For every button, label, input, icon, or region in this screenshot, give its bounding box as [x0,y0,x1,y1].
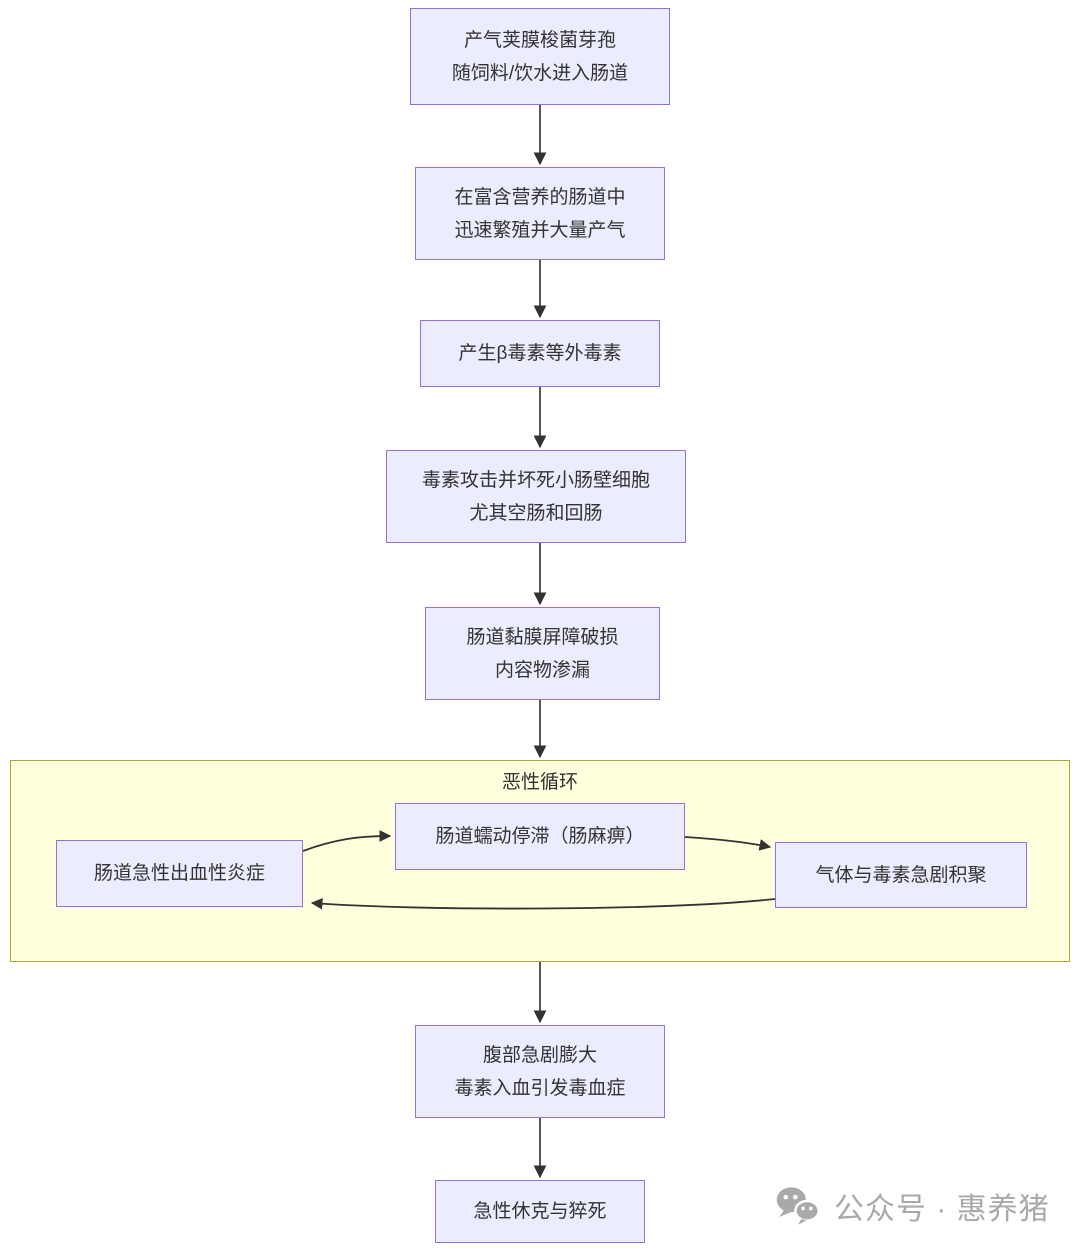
node-text-line: 肠道蠕动停滞（肠麻痹） [435,826,645,847]
node-text-line: 产气荚膜梭菌芽孢 [463,29,616,51]
node-text-line: 迅速繁殖并大量产气 [454,219,626,241]
node-toxin-attack: 毒素攻击并坏死小肠壁细胞 尤其空肠和回肠 [386,450,686,543]
node-text-line: 肠道黏膜屏障破损 [466,626,619,648]
node-spores-entry: 产气荚膜梭菌芽孢 随饲料/饮水进入肠道 [410,8,670,105]
node-mucosa-barrier-damage: 肠道黏膜屏障破损 内容物渗漏 [425,607,660,700]
node-text-line: 内容物渗漏 [494,659,590,681]
node-text-line: 急性休克与猝死 [473,1201,607,1222]
node-text-line: 随饲料/饮水进入肠道 [451,62,629,84]
node-text-line: 毒素入血引发毒血症 [454,1077,626,1099]
node-rapid-multiplication: 在富含营养的肠道中 迅速繁殖并大量产气 [415,167,665,260]
watermark-text: 公众号 · 惠养猪 [834,1193,1050,1226]
node-text-line: 腹部急剧膨大 [482,1044,597,1066]
node-shock-sudden-death: 急性休克与猝死 [435,1180,645,1243]
node-text-line: 气体与毒素急剧积聚 [815,864,987,886]
node-abdominal-distension: 腹部急剧膨大 毒素入血引发毒血症 [415,1025,665,1118]
node-gas-toxin-accumulation: 气体与毒素急剧积聚 [775,842,1027,908]
node-beta-toxin: 产生β毒素等外毒素 [420,320,660,387]
cluster-label: 恶性循环 [501,772,578,793]
wechat-icon [776,1187,821,1225]
node-text-line: 在富含营养的肠道中 [454,186,626,208]
node-acute-hemorrhagic-inflammation: 肠道急性出血性炎症 [56,840,303,907]
node-text-line: 肠道急性出血性炎症 [93,863,265,884]
node-text-line: 毒素攻击并坏死小肠壁细胞 [421,469,650,491]
node-text-line: 尤其空肠和回肠 [469,502,603,524]
node-text-line: 产生β毒素等外毒素 [458,343,622,364]
watermark: 公众号 · 惠养猪 [775,1184,1050,1228]
node-peristalsis-stop: 肠道蠕动停滞（肠麻痹） [395,803,685,870]
